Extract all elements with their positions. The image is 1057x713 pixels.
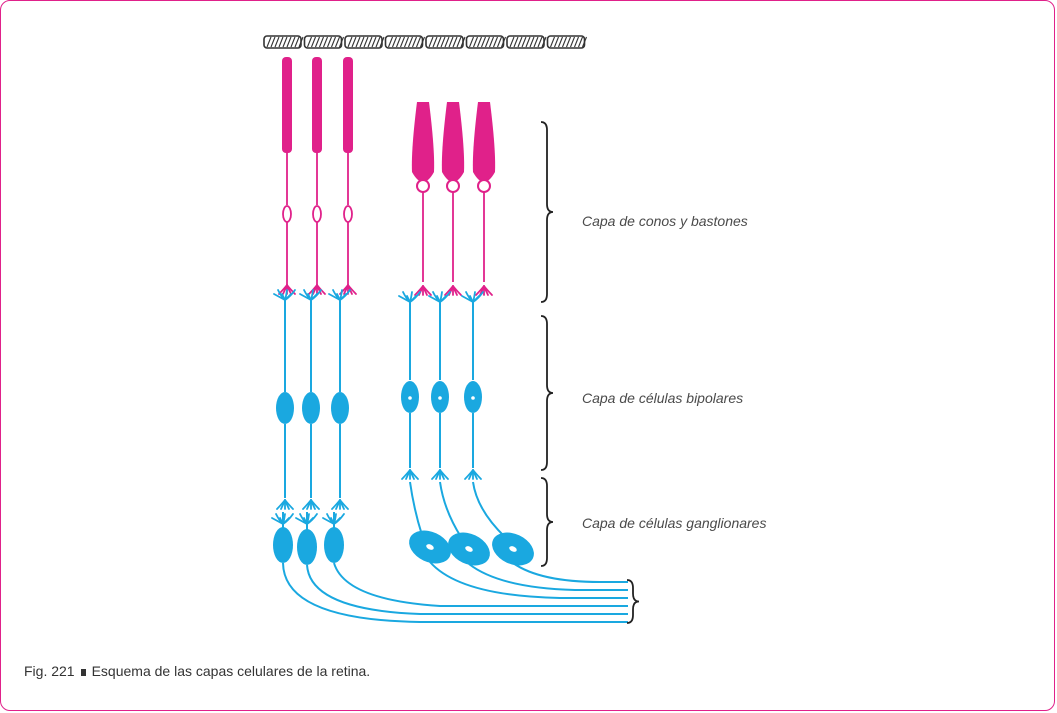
pigment-epithelium [264, 36, 587, 48]
bipolar-nucleus [408, 396, 412, 400]
ganglion-cells [272, 482, 628, 622]
layer-label-bipolares: Capa de células bipolares [582, 390, 743, 406]
ganglion-soma [324, 527, 344, 563]
cone-outer-segment [442, 102, 464, 182]
caption-text: Esquema de las capas celulares de la ret… [92, 663, 371, 679]
layer-label-conos-bastones: Capa de conos y bastones [582, 213, 748, 229]
rod-cells [279, 57, 356, 294]
brace-conos-bastones-icon [541, 122, 553, 302]
ganglion-soma [297, 529, 317, 565]
rod-outer-segment [312, 57, 322, 153]
rod-nucleus [283, 206, 291, 222]
ganglion-dendrite [473, 482, 505, 537]
layer-label-ganglionares: Capa de células ganglionares [582, 515, 766, 531]
bipolar-soma [331, 392, 349, 424]
bipolar-nucleus [438, 396, 442, 400]
ganglion-dendrite [440, 482, 461, 537]
caption-number: Fig. 221 [24, 663, 75, 679]
layer-braces [541, 122, 639, 623]
rod-nucleus [344, 206, 352, 222]
brace-ganglionares-icon [541, 478, 553, 566]
cone-outer-segment [473, 102, 495, 182]
figure-caption: Fig. 221 Esquema de las capas celulares d… [24, 663, 370, 679]
ganglion-axon [430, 562, 628, 598]
rod-outer-segment [282, 57, 292, 153]
bipolar-cells [274, 290, 483, 509]
ganglion-soma [273, 527, 293, 563]
ganglion-axon [334, 563, 628, 606]
rod-nucleus [313, 206, 321, 222]
cone-outer-segment [412, 102, 434, 182]
brace-bipolares-icon [541, 316, 553, 470]
cone-cells [412, 102, 495, 295]
cone-nucleus [447, 180, 459, 192]
bipolar-soma [276, 392, 294, 424]
cone-nucleus [478, 180, 490, 192]
caption-bullet-icon [81, 669, 86, 676]
ganglion-axon [513, 563, 628, 582]
bipolar-nucleus [471, 396, 475, 400]
brace-optic-nerve-icon [627, 580, 639, 623]
ganglion-dendrite [410, 482, 422, 535]
bipolar-soma [302, 392, 320, 424]
rod-outer-segment [343, 57, 353, 153]
cone-nucleus [417, 180, 429, 192]
